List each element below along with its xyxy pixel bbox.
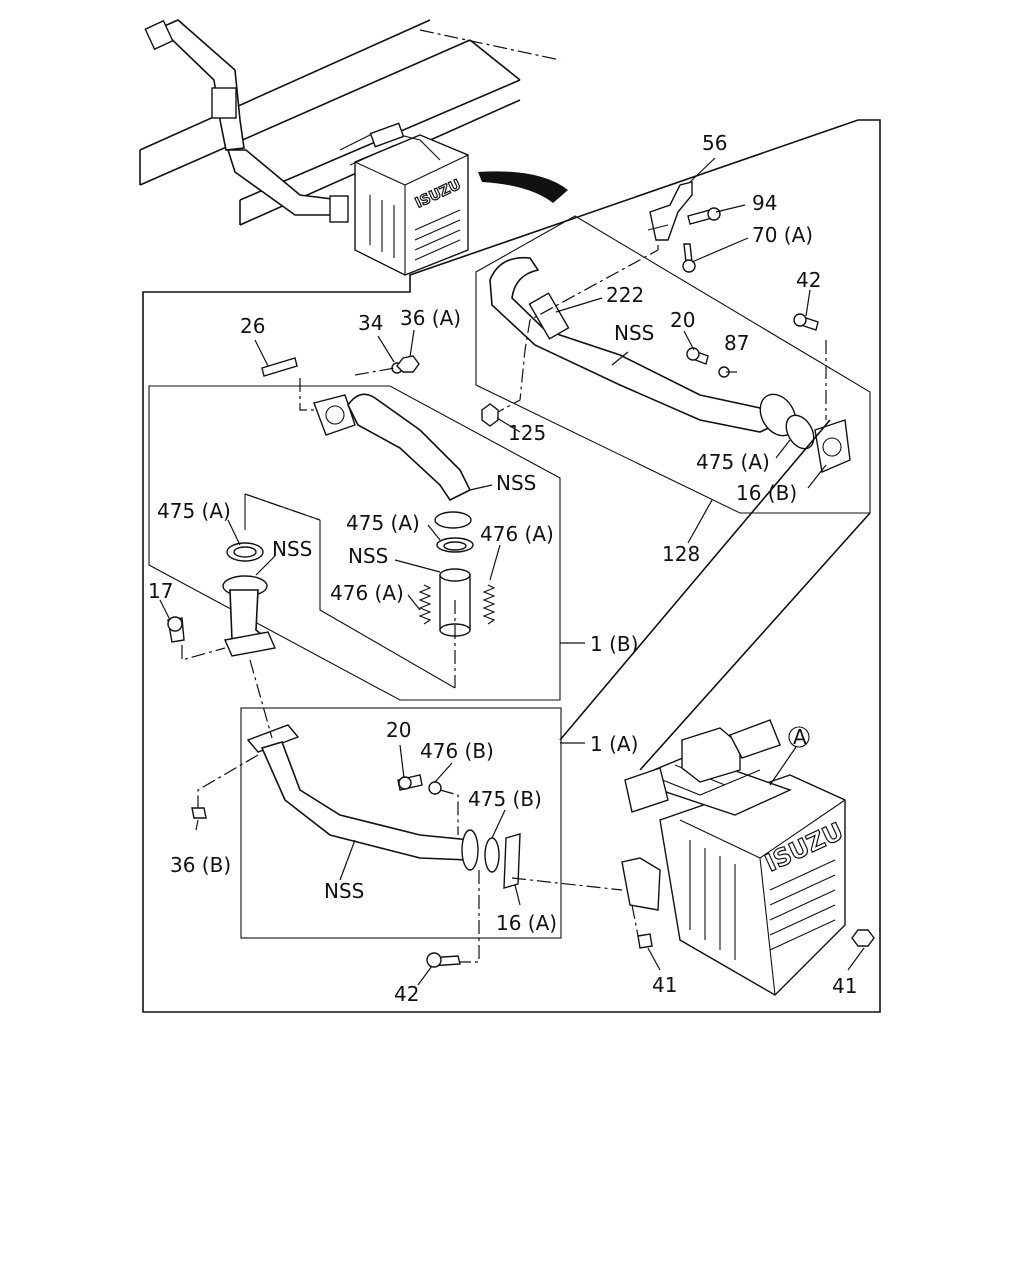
label-41-left: 41 [652,973,677,997]
label-94: 94 [752,191,777,215]
label-125: 125 [508,421,546,445]
label-42-low: 42 [394,982,419,1006]
label-16a: 16 (A) [496,911,557,935]
label-475b: 475 (B) [468,787,542,811]
main-border [142,119,881,1013]
label-circle-a: A [793,725,807,749]
label-476a-right: 476 (A) [480,522,554,546]
label-36b: 36 (B) [170,853,231,877]
label-476a-left: 476 (A) [330,581,404,605]
label-nss-left: NSS [272,537,312,561]
label-26: 26 [240,314,265,338]
label-20-top: 20 [670,308,695,332]
elbow-pipe [261,355,496,637]
label-475a-mid: 475 (A) [346,511,420,535]
label-nss-elbow: NSS [496,471,536,495]
label-1a: 1 (A) [590,732,638,756]
part-labels: 56 94 70 (A) 42 222 20 87 NSS 26 34 36 (… [148,131,857,1006]
box-1b [148,385,561,701]
label-56: 56 [702,131,727,155]
muffler-assembly: ISUZU [621,719,875,996]
label-475a-left: 475 (A) [157,499,231,523]
label-222: 222 [606,283,644,307]
label-16b: 16 (B) [736,481,797,505]
label-476b: 476 (B) [420,739,494,763]
label-20-low: 20 [386,718,411,742]
label-475a-right: 475 (A) [696,450,770,474]
label-36a: 36 (A) [400,306,461,330]
overview-illustration: ISUZU [139,19,561,276]
label-42-top: 42 [796,268,821,292]
label-17: 17 [148,579,173,603]
label-70a: 70 (A) [752,223,813,247]
label-1b: 1 (B) [590,632,638,656]
front-down-pipe [167,542,276,657]
label-34: 34 [358,311,383,335]
label-87: 87 [724,331,749,355]
label-nss-low: NSS [324,879,364,903]
box-1a [240,707,562,939]
tail-pipe [481,181,851,473]
label-nss-top: NSS [614,321,654,345]
label-nss-mid: NSS [348,544,388,568]
label-128: 128 [662,542,700,566]
label-41-right: 41 [832,974,857,998]
detail-arrow [478,171,568,203]
tail-pipe-box [475,215,871,514]
front-pipe [191,724,521,968]
leader-lines [159,157,871,986]
